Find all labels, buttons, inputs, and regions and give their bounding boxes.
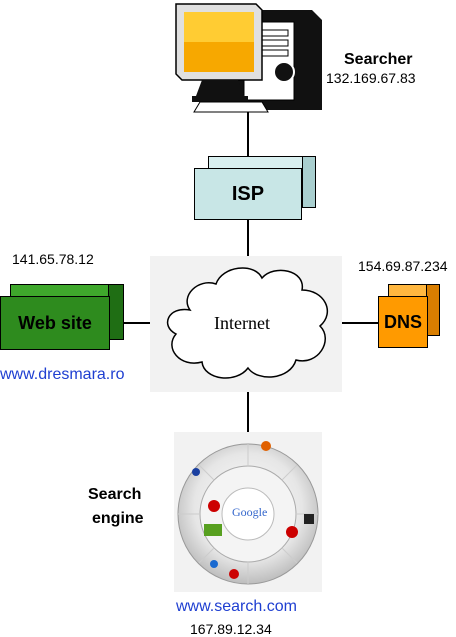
dns-ip: 154.69.87.234 xyxy=(358,258,448,274)
search-engine-wheel: Google xyxy=(174,432,322,592)
dns-label: DNS xyxy=(383,311,422,332)
website-box: Web site xyxy=(0,284,124,350)
line-isp-internet xyxy=(247,218,249,264)
internet-label: Internet xyxy=(214,313,270,333)
website-url[interactable]: www.dresmara.ro xyxy=(0,366,125,383)
line-internet-dns xyxy=(338,322,380,324)
line-website-internet xyxy=(120,322,158,324)
search-engine-label-2: engine xyxy=(92,510,144,527)
website-ip: 141.65.78.12 xyxy=(12,251,94,267)
isp-box: ISP xyxy=(194,156,316,220)
line-internet-engine xyxy=(247,392,249,434)
internet-cloud xyxy=(150,256,342,392)
google-logo: Google xyxy=(232,505,268,519)
search-engine-ip: 167.89.12.34 xyxy=(190,621,272,637)
search-engine-url[interactable]: www.search.com xyxy=(176,598,297,615)
searcher-ip: 132.169.67.83 xyxy=(326,70,416,86)
isp-label: ISP xyxy=(231,182,265,205)
search-engine-label-1: Search xyxy=(88,486,142,503)
line-computer-isp xyxy=(247,108,249,168)
searcher-label: Searcher xyxy=(344,51,413,68)
website-label: Web site xyxy=(18,312,92,333)
dns-box: DNS xyxy=(378,284,440,348)
computer-icon xyxy=(175,3,322,113)
